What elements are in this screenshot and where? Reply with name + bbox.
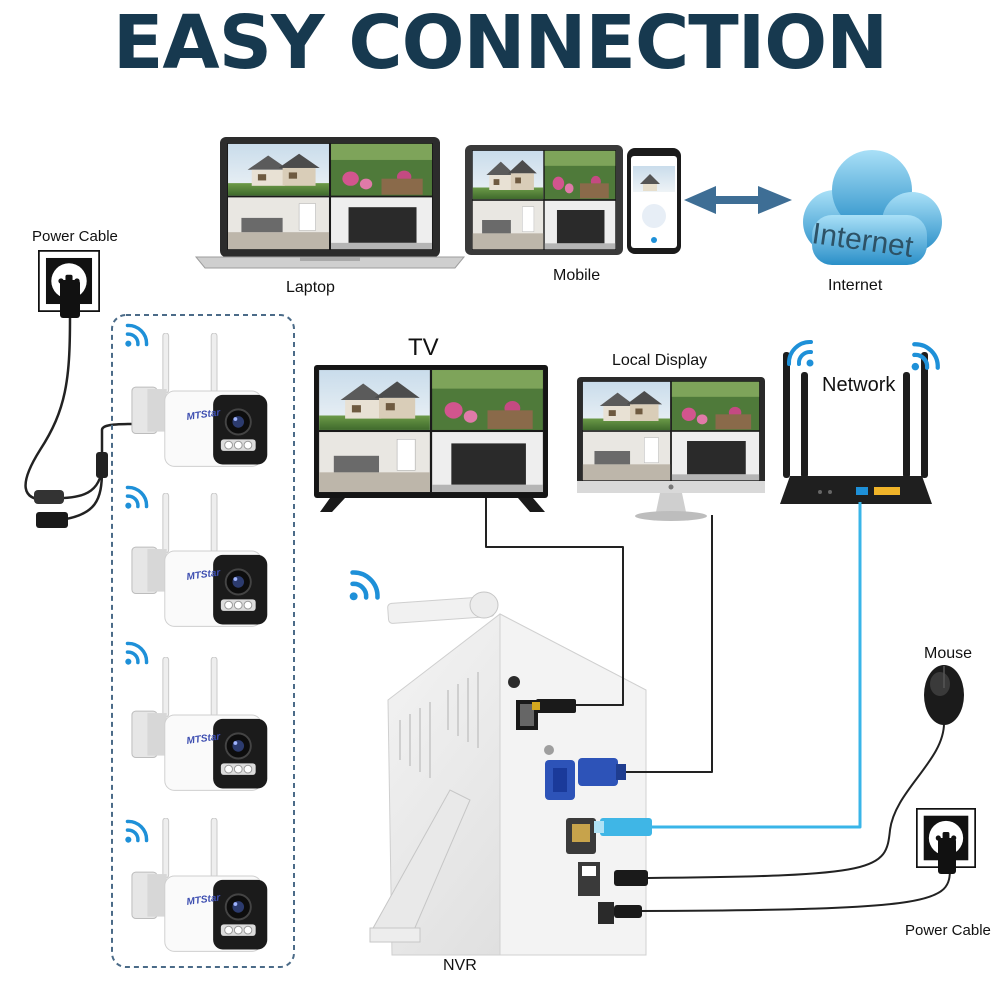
- wifi-icon: [124, 641, 149, 666]
- power-cable-left-label: Power Cable: [32, 228, 118, 245]
- local-display-label: Local Display: [612, 352, 708, 369]
- mobile-label: Mobile: [553, 267, 601, 284]
- tv-label: TV: [408, 334, 439, 361]
- nvr-label: NVR: [443, 957, 477, 974]
- mobile-devices: [465, 145, 681, 255]
- camera-brand: MTStar: [186, 567, 222, 583]
- hdmi-plug: [532, 699, 576, 713]
- network-label: Network: [822, 374, 896, 396]
- tv-device: [314, 365, 548, 512]
- power-socket-icon: [916, 808, 976, 874]
- laptop-device: [194, 137, 466, 269]
- router-icon: [780, 352, 932, 504]
- power-cable-right-label: Power Cable: [905, 922, 991, 939]
- camera-1: [130, 333, 269, 468]
- cloud-icon: Internet: [803, 150, 942, 265]
- wifi-icon: [786, 339, 815, 368]
- wifi-icon: [124, 485, 149, 510]
- vga-plug: [578, 758, 626, 786]
- mouse-label: Mouse: [924, 645, 973, 662]
- internet-label: Internet: [828, 277, 883, 294]
- laptop-label: Laptop: [286, 279, 335, 296]
- page-title: EASY CONNECTION: [112, 0, 888, 86]
- camera-3: [130, 657, 269, 792]
- camera-brand: MTStar: [186, 892, 222, 908]
- lan-cable-plug: [594, 818, 652, 836]
- camera-4: [130, 818, 269, 953]
- mouse-icon: [924, 665, 964, 725]
- double-arrow-icon: [684, 186, 792, 214]
- power-socket-left: [38, 250, 100, 318]
- power-cable-left-wire: [24, 317, 135, 522]
- usb-plug: [614, 870, 648, 886]
- lan-plug: [36, 512, 68, 528]
- power-plug: [614, 905, 642, 918]
- wifi-icon: [350, 573, 378, 601]
- dc-plug: [34, 490, 64, 504]
- wifi-icon: [124, 323, 149, 348]
- nvr-device: [369, 591, 647, 956]
- cable-splitter: [96, 452, 108, 478]
- wifi-icon: [124, 819, 149, 844]
- camera-group-box: [111, 314, 295, 968]
- cables: [485, 498, 951, 912]
- camera-2: [130, 493, 269, 628]
- camera-brand: MTStar: [186, 407, 222, 423]
- monitor-device: [577, 377, 765, 521]
- camera-brand: MTStar: [186, 731, 222, 747]
